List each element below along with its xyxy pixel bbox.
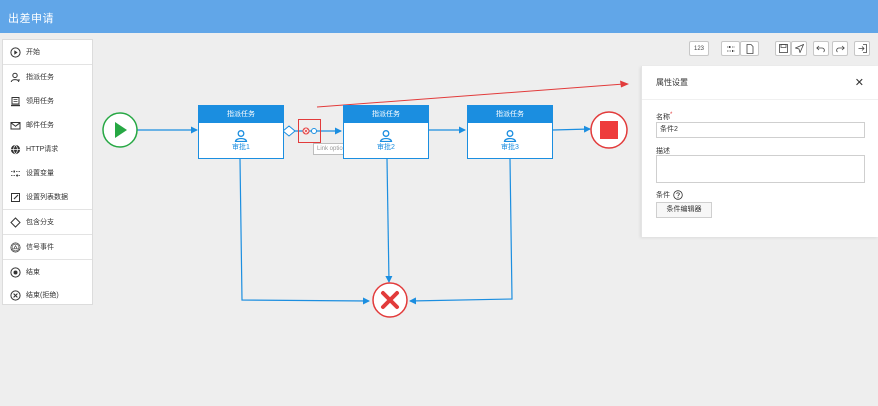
palette-item-assign-task[interactable]: 指派任务 (3, 65, 92, 89)
description-textarea[interactable] (656, 155, 865, 183)
save-icon (778, 44, 788, 53)
close-icon[interactable]: ✕ (854, 77, 864, 89)
send-button[interactable] (791, 41, 807, 56)
name-input[interactable]: 条件2 (656, 122, 865, 138)
user-icon (379, 129, 393, 142)
palette-item-start[interactable]: 开始 (3, 40, 92, 64)
redo-icon (836, 45, 845, 52)
redo-button[interactable] (832, 41, 848, 56)
task-node-2[interactable]: 指派任务 审批2 (343, 105, 429, 159)
name-label: 名称* (656, 112, 673, 121)
palette-item-label: 开始 (26, 49, 40, 56)
divider (3, 64, 92, 65)
number-label: 123 (693, 45, 704, 52)
divider (3, 259, 92, 260)
app-header: 出差申请 (0, 0, 878, 33)
user-icon (503, 129, 517, 142)
palette-item-label: HTTP请求 (26, 146, 59, 153)
claim-task-icon (10, 96, 21, 107)
properties-panel: 属性设置 ✕ 名称* 条件2 描述 条件 条件编辑器 (641, 66, 878, 237)
flow-task3-to-reject[interactable] (409, 158, 513, 305)
stop-icon (600, 121, 618, 139)
flow-condition-diamond (282, 125, 296, 137)
palette-item-set-variable[interactable]: 设置变量 (3, 161, 92, 185)
palette-item-signal-event[interactable]: 信号事件 (3, 235, 92, 259)
globe-icon (10, 144, 21, 155)
palette-item-end[interactable]: 结束 (3, 260, 92, 284)
palette-item-set-list-data[interactable]: 设置列表数据 (3, 185, 92, 209)
help-icon[interactable] (673, 190, 683, 200)
task-node-1[interactable]: 指派任务 审批1 (198, 105, 284, 159)
flow-task2-to-reject[interactable] (385, 158, 393, 283)
end-circle-icon (10, 266, 21, 278)
task-name: 审批1 (232, 143, 250, 151)
exit-button[interactable] (854, 41, 870, 56)
palette-item-label: 设置变量 (26, 170, 54, 177)
description-label: 描述 (656, 148, 670, 155)
app-title: 出差申请 (8, 13, 54, 25)
exit-icon (858, 44, 867, 53)
palette-item-label: 结束 (26, 269, 40, 276)
condition-editor-button[interactable]: 条件编辑器 (656, 202, 712, 218)
send-icon (794, 44, 804, 53)
user-icon (234, 129, 248, 142)
variable-icon (10, 168, 21, 179)
play-icon (115, 122, 127, 138)
palette-item-label: 邮件任务 (26, 122, 54, 129)
annotation-arrow (316, 83, 625, 108)
mail-icon (10, 120, 21, 131)
task-header: 指派任务 (344, 106, 428, 123)
palette-item-http-request[interactable]: HTTP请求 (3, 137, 92, 161)
palette-item-inclusive-gateway[interactable]: 包含分支 (3, 210, 92, 234)
palette-item-end-reject[interactable]: 结束(拒绝) (3, 283, 92, 307)
play-circle-icon (10, 46, 21, 58)
condition-label: 条件 (656, 190, 683, 200)
palette-item-claim-task[interactable]: 领用任务 (3, 89, 92, 113)
task-name: 审批2 (377, 143, 395, 151)
element-palette: 开始 指派任务 领用任务 邮件任务 HTTP请求 设置变量 设置列表 (2, 39, 93, 305)
task-header: 指派任务 (199, 106, 283, 123)
signal-icon (10, 242, 21, 253)
undo-button[interactable] (813, 41, 829, 56)
user-assign-icon (10, 72, 21, 83)
edit-list-icon (10, 192, 21, 203)
file-button[interactable] (740, 41, 759, 56)
task-header: 指派任务 (468, 106, 552, 123)
flow-task1-to-reject[interactable] (239, 158, 370, 305)
divider (3, 209, 92, 210)
reject-circle-icon (10, 289, 21, 301)
palette-item-label: 设置列表数据 (26, 194, 68, 201)
file-icon (746, 43, 753, 54)
undo-icon (816, 45, 825, 52)
format-icon (726, 45, 735, 52)
properties-header: 属性设置 (642, 66, 878, 100)
number-button[interactable]: 123 (689, 41, 709, 56)
divider (3, 234, 92, 235)
reject-x-icon (381, 291, 399, 309)
palette-item-label: 包含分支 (26, 219, 54, 226)
properties-title: 属性设置 (656, 78, 688, 87)
palette-item-label: 领用任务 (26, 98, 54, 105)
palette-item-label: 结束(拒绝) (26, 292, 59, 299)
palette-item-label: 指派任务 (26, 74, 54, 81)
save-button[interactable] (775, 41, 791, 56)
selected-link-box (298, 119, 321, 143)
diamond-icon (10, 216, 21, 228)
task-name: 审批3 (501, 143, 519, 151)
annotation-arrowhead (620, 80, 629, 88)
task-node-3[interactable]: 指派任务 审批3 (467, 105, 553, 159)
link-handle-options[interactable] (311, 128, 317, 134)
format-button[interactable] (721, 41, 740, 56)
palette-item-mail-task[interactable]: 邮件任务 (3, 113, 92, 137)
flow-task3-to-end[interactable] (552, 125, 591, 133)
palette-item-label: 信号事件 (26, 244, 54, 251)
link-handle-delete-icon (304, 129, 308, 133)
